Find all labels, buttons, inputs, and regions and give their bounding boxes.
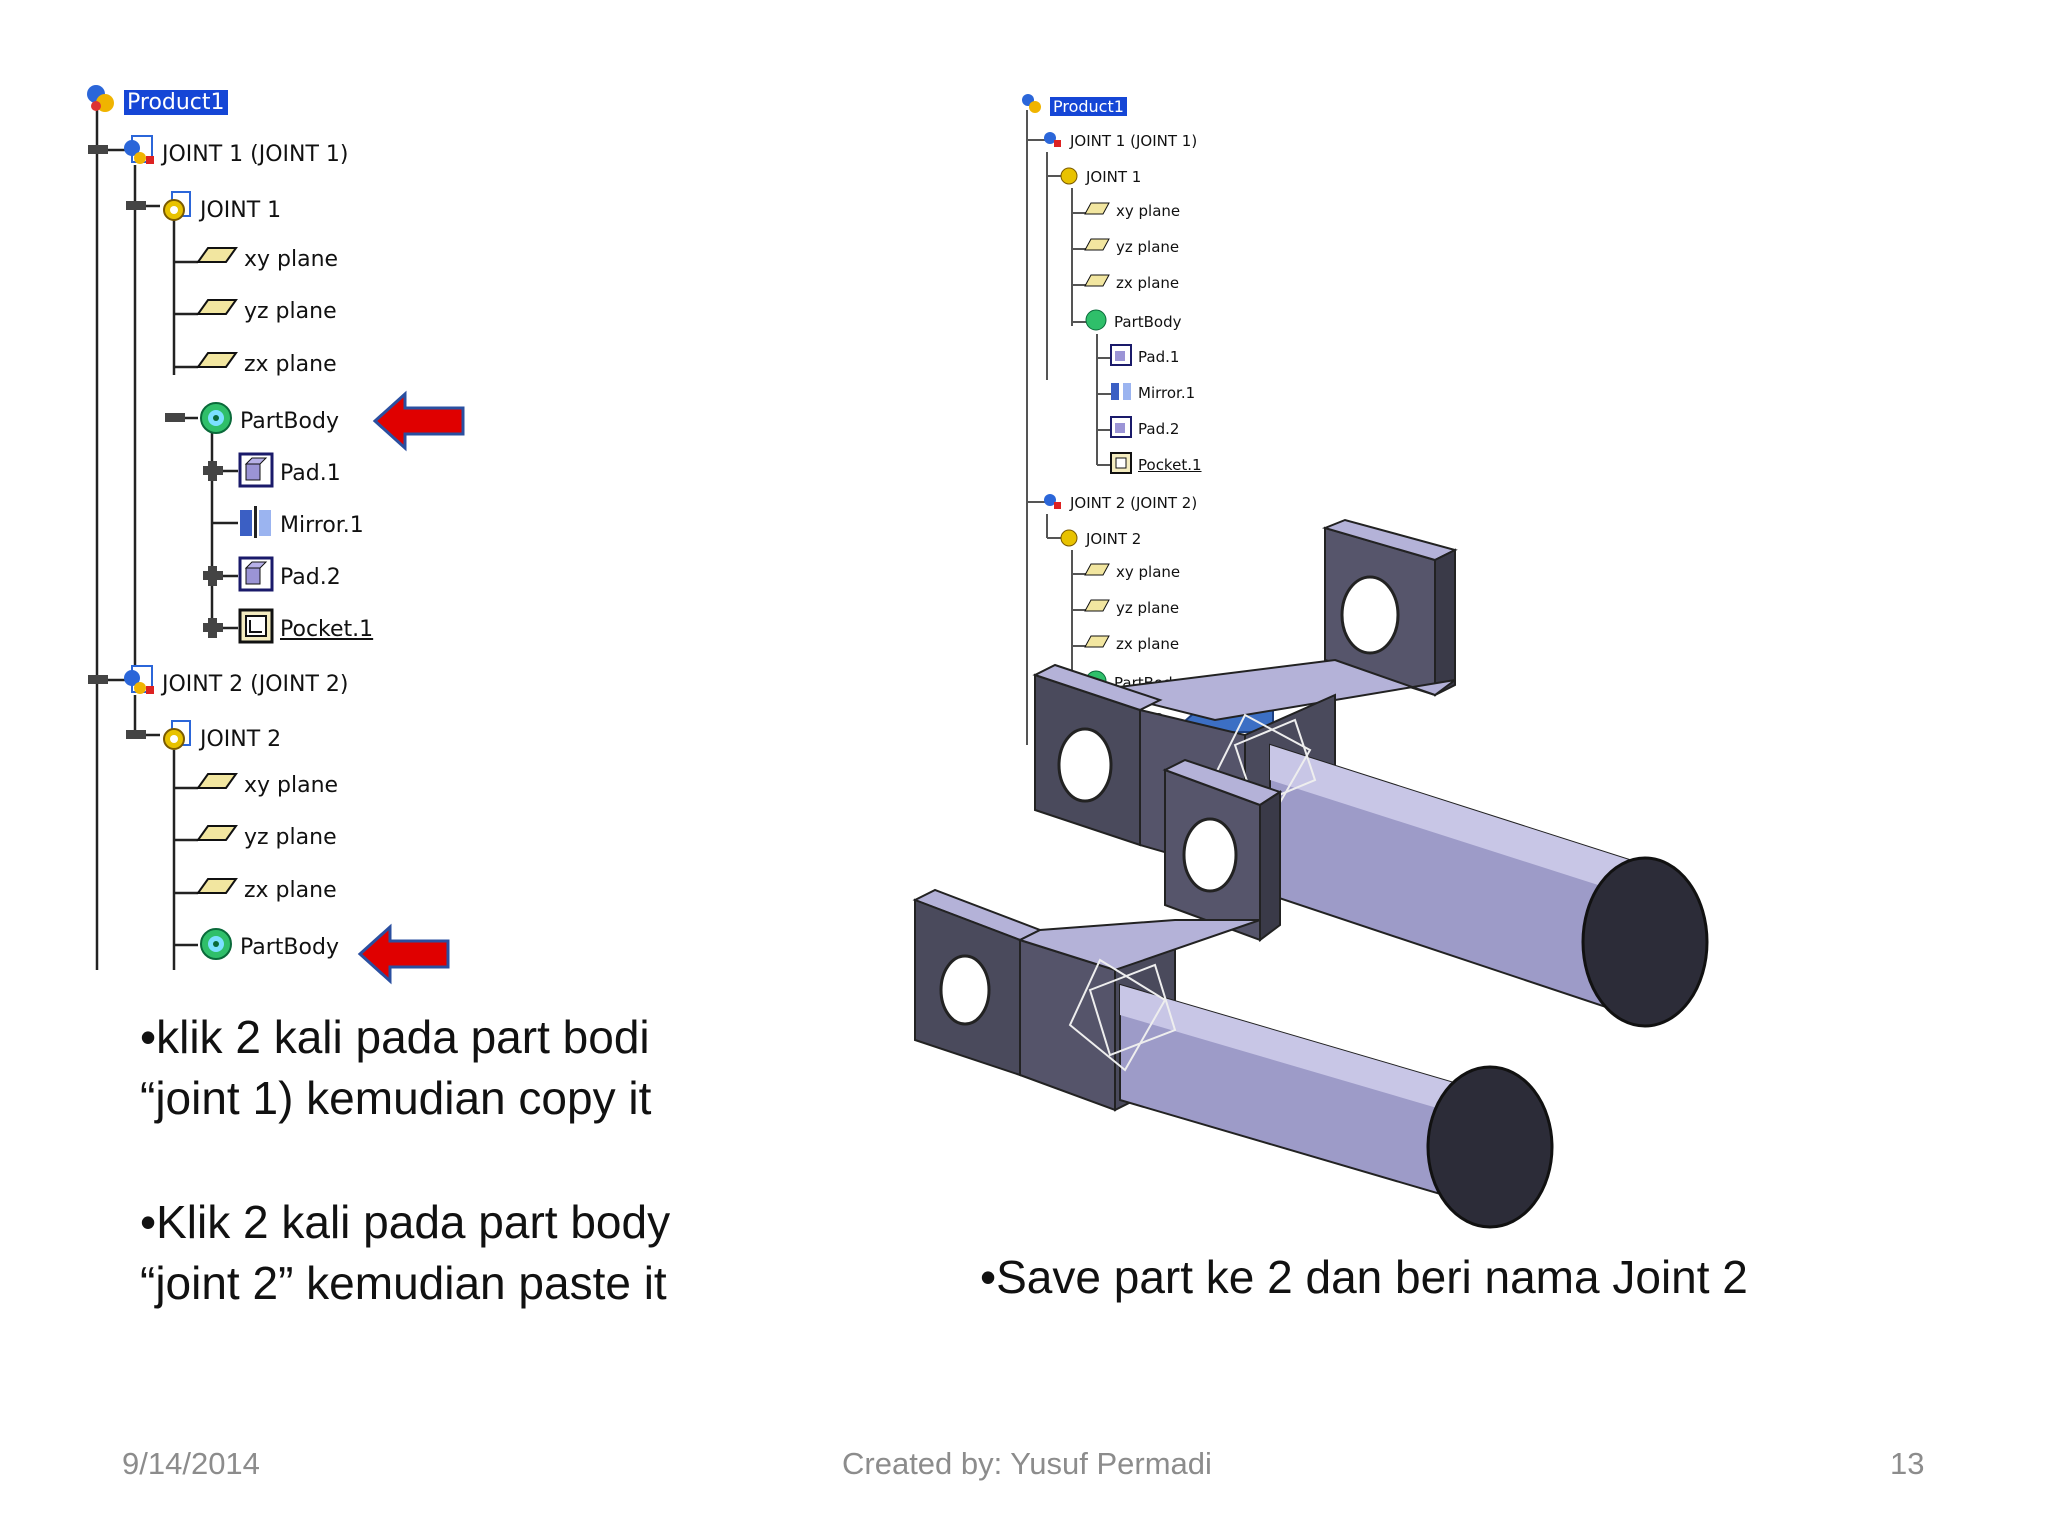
tree-node-zx-plane-2[interactable]: zx plane: [196, 877, 337, 903]
pad-icon: [238, 556, 274, 598]
left-spec-tree: Product1 JOINT 1 (JOINT 1) JOINT 1 xy pl…: [0, 0, 560, 1000]
plane-icon: [1084, 599, 1110, 617]
tree-node-partbody-2[interactable]: PartBody: [198, 926, 339, 968]
tree-node-yz-plane[interactable]: yz plane: [1084, 237, 1179, 256]
tree-node-pocket1[interactable]: Pocket.1: [238, 608, 373, 650]
plane-icon: [196, 246, 238, 272]
red-arrow-icon: [357, 923, 450, 985]
part-gear-icon: [1058, 526, 1080, 552]
tree-node-pad2[interactable]: Pad.2: [238, 556, 341, 598]
tree-node-joint1-product[interactable]: JOINT 1 (JOINT 1): [122, 134, 349, 174]
plane-icon: [196, 824, 238, 850]
tree-node-mirror1[interactable]: Mirror.1: [238, 504, 364, 546]
tree-node-partbody[interactable]: PartBody: [1084, 308, 1181, 336]
product-icon: [84, 82, 118, 122]
red-arrow-icon: [372, 390, 465, 452]
joint-1-model: [912, 758, 1554, 1229]
instruction-step-3: •Save part ke 2 dan beri nama Joint 2: [980, 1251, 1748, 1303]
tree-node-xy-plane[interactable]: xy plane: [1084, 201, 1180, 220]
plane-icon: [196, 877, 238, 903]
product-icon: [122, 664, 156, 704]
mirror-icon: [238, 504, 274, 546]
instruction-step-1: •klik 2 kali pada part bodi “joint 1) ke…: [140, 1011, 652, 1124]
mirror-icon: [1110, 380, 1132, 406]
tree-node-joint2-part[interactable]: JOINT 2: [1058, 526, 1141, 552]
pad-icon: [1110, 416, 1132, 442]
footer-page-number: 13: [1890, 1446, 1925, 1481]
pad-icon: [1110, 344, 1132, 370]
tree-node-joint2-product[interactable]: JOINT 2 (JOINT 2): [1042, 490, 1197, 516]
tree-node-pad1[interactable]: Pad.1: [238, 452, 341, 494]
tree-node-yz-plane-2[interactable]: yz plane: [1084, 598, 1179, 617]
tree-connector-lines: [88, 110, 238, 970]
plane-icon: [1084, 563, 1110, 581]
body-icon: [198, 926, 234, 968]
plane-icon: [1084, 202, 1110, 220]
pad-icon: [238, 452, 274, 494]
plane-icon: [1084, 635, 1110, 653]
plane-icon: [196, 351, 238, 377]
product-icon: [1020, 92, 1044, 120]
plane-icon: [196, 298, 238, 324]
footer-author: Created by: Yusuf Permadi: [842, 1446, 1212, 1481]
tree-node-xy-plane[interactable]: xy plane: [196, 246, 338, 272]
tree-node-pocket1[interactable]: Pocket.1: [1110, 452, 1202, 478]
tree-node-pad1[interactable]: Pad.1: [1110, 344, 1179, 370]
tree-node-zx-plane-2[interactable]: zx plane: [1084, 634, 1179, 653]
pocket-icon: [238, 608, 274, 650]
part-gear-icon: [1058, 164, 1080, 190]
part-gear-icon: [160, 719, 194, 759]
product-icon: [1042, 490, 1064, 516]
plane-icon: [1084, 274, 1110, 292]
plane-icon: [1084, 238, 1110, 256]
tree-node-xy-plane-2[interactable]: xy plane: [196, 772, 338, 798]
tree-node-zx-plane[interactable]: zx plane: [196, 351, 337, 377]
joint-3d-model-image: [912, 518, 1709, 1229]
tree-node-mirror1[interactable]: Mirror.1: [1110, 380, 1195, 406]
tree-node-partbody[interactable]: PartBody: [198, 400, 339, 442]
tree-node-root[interactable]: Product1: [1020, 92, 1127, 120]
tree-node-yz-plane[interactable]: yz plane: [196, 298, 337, 324]
footer-date: 9/14/2014: [122, 1446, 260, 1481]
pocket-icon: [1110, 452, 1132, 478]
instruction-step-2: •Klik 2 kali pada part body “joint 2” ke…: [140, 1196, 671, 1309]
tree-node-joint2-part[interactable]: JOINT 2: [160, 719, 281, 759]
tree-node-joint1-part[interactable]: JOINT 1: [160, 190, 281, 230]
tree-node-yz-plane-2[interactable]: yz plane: [196, 824, 337, 850]
body-icon: [1084, 308, 1108, 336]
tree-node-xy-plane-2[interactable]: xy plane: [1084, 562, 1180, 581]
tree-node-root[interactable]: Product1: [84, 82, 228, 122]
tree-node-pad2[interactable]: Pad.2: [1110, 416, 1179, 442]
tree-node-zx-plane[interactable]: zx plane: [1084, 273, 1179, 292]
tree-node-joint2-product[interactable]: JOINT 2 (JOINT 2): [122, 664, 349, 704]
part-gear-icon: [160, 190, 194, 230]
body-icon: [198, 400, 234, 442]
tree-node-joint1-part[interactable]: JOINT 1: [1058, 164, 1141, 190]
plane-icon: [196, 772, 238, 798]
product-icon: [122, 134, 156, 174]
product-icon: [1042, 128, 1064, 154]
tree-node-joint1-product[interactable]: JOINT 1 (JOINT 1): [1042, 128, 1197, 154]
